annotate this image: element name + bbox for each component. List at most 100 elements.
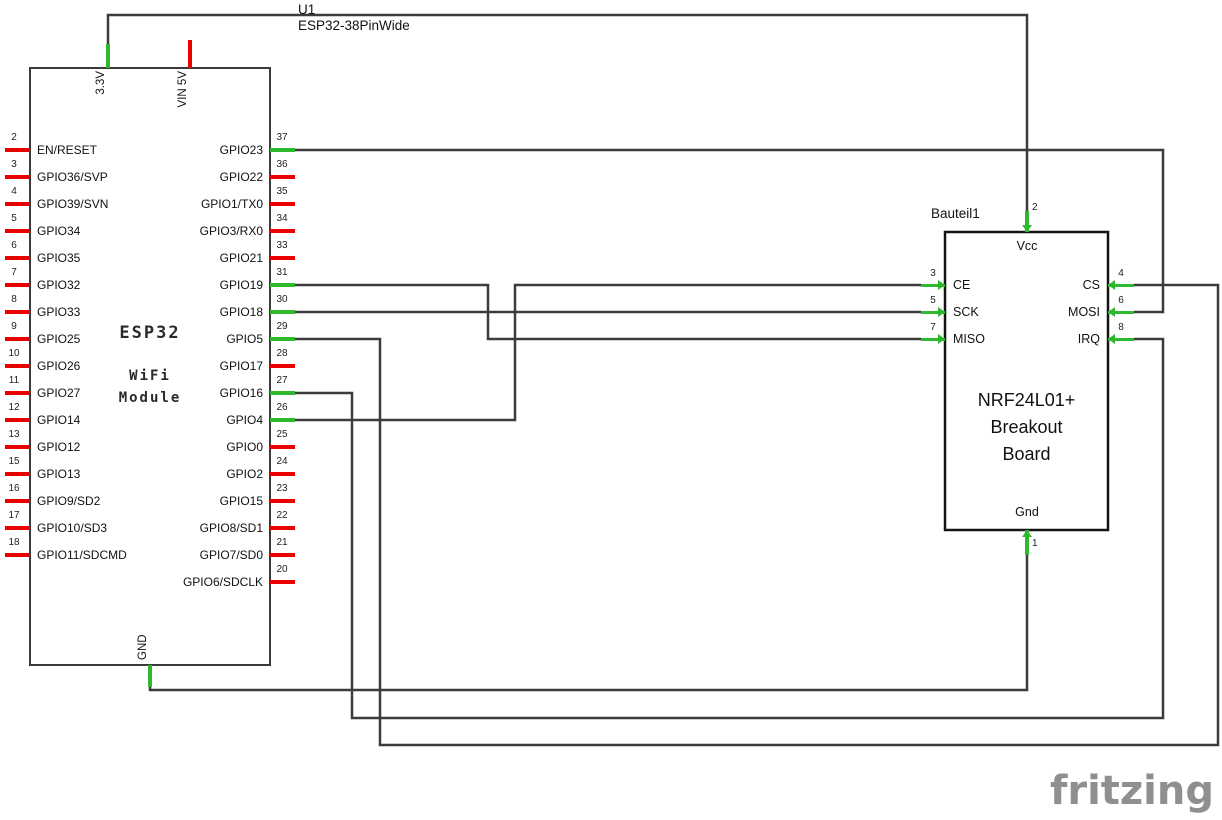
pin-label-GPIO25: GPIO25 — [37, 332, 81, 346]
pin-stub-GPIO8/SD1[interactable] — [270, 526, 295, 530]
pin-label-GPIO27: GPIO27 — [37, 386, 81, 400]
pin-label-GPIO34: GPIO34 — [37, 224, 81, 238]
pin-stub-CE[interactable] — [921, 283, 945, 287]
pin-stub-GPIO19[interactable] — [270, 283, 295, 287]
esp32-subtitle-line1: WiFi — [129, 368, 171, 384]
esp32-designator: U1 — [298, 2, 316, 17]
pin-number: 22 — [276, 510, 288, 521]
pin-stub-vcc[interactable] — [1025, 211, 1029, 232]
pin-stub-GPIO21[interactable] — [270, 256, 295, 260]
nrf24-body[interactable] — [943, 230, 1110, 532]
wire-gpio5-cs[interactable] — [295, 283, 1220, 747]
pin-number: 33 — [276, 240, 288, 251]
pin-stub-GPIO22[interactable] — [270, 175, 295, 179]
pin-label-GPIO22: GPIO22 — [219, 170, 263, 184]
pin-number: 31 — [276, 267, 288, 278]
pin-stub-GPIO15[interactable] — [270, 499, 295, 503]
pin-stub-GPIO16[interactable] — [270, 391, 295, 395]
pin-label-gnd: GND — [137, 634, 149, 660]
pin-label-GPIO1/TX0: GPIO1/TX0 — [200, 197, 263, 211]
pin-number: 18 — [8, 537, 20, 548]
pin-stub-GPIO6/SDCLK[interactable] — [270, 580, 295, 584]
pin-number: 17 — [8, 510, 20, 521]
esp32-body[interactable] — [29, 67, 271, 666]
pin-label-GPIO35: GPIO35 — [37, 251, 81, 265]
pin-stub-CS[interactable] — [1108, 283, 1134, 287]
pin-label-GPIO19: GPIO19 — [219, 278, 263, 292]
pin-stub-EN/RESET[interactable] — [5, 148, 30, 152]
wire-gpio4-ce[interactable] — [295, 283, 921, 422]
pin-stub-GPIO4[interactable] — [270, 418, 295, 422]
pin-number: 26 — [276, 402, 288, 413]
pin-label-GPIO5: GPIO5 — [226, 332, 263, 346]
pin-number: 28 — [276, 348, 288, 359]
pin-stub-GPIO7/SD0[interactable] — [270, 553, 295, 557]
pin-stub-GPIO0[interactable] — [270, 445, 295, 449]
pin-number: 6 — [1118, 295, 1124, 306]
pin-stub-SCK[interactable] — [921, 310, 945, 314]
esp32-part-name: ESP32-38PinWide — [298, 18, 410, 33]
pin-label-EN/RESET: EN/RESET — [37, 143, 98, 157]
pin-label-MISO: MISO — [953, 332, 985, 346]
pin-stub-GPIO14[interactable] — [5, 418, 30, 422]
pin-label-GPIO32: GPIO32 — [37, 278, 81, 292]
pin-stub-GPIO12[interactable] — [5, 445, 30, 449]
pin-stub-GPIO36/SVP[interactable] — [5, 175, 30, 179]
pin-label-GPIO4: GPIO4 — [226, 413, 263, 427]
pin-number: 8 — [11, 294, 17, 305]
pin-number: 6 — [11, 240, 17, 251]
pin-label-IRQ: IRQ — [1077, 332, 1100, 346]
pin-number: 3 — [11, 159, 17, 170]
pin-number: 16 — [8, 483, 20, 494]
pin-number: 25 — [276, 429, 288, 440]
wire-gpio16-irq[interactable] — [295, 337, 1165, 720]
pin-stub-GPIO35[interactable] — [5, 256, 30, 260]
pin-stub-GPIO3/RX0[interactable] — [270, 229, 295, 233]
pin-stub-GPIO32[interactable] — [5, 283, 30, 287]
pin-label-GPIO8/SD1: GPIO8/SD1 — [199, 521, 263, 535]
pin-number-vcc: 2 — [1032, 202, 1038, 213]
pin-stub-GPIO34[interactable] — [5, 229, 30, 233]
pin-stub-MISO[interactable] — [921, 337, 945, 341]
wire-gnd-gnd[interactable] — [148, 554, 1029, 692]
pin-label-nrf-gnd: Gnd — [1015, 505, 1039, 519]
vcc-pin-arrow-icon — [1022, 225, 1032, 232]
pin-stub-GPIO18[interactable] — [270, 310, 295, 314]
pin-number: 34 — [276, 213, 288, 224]
pin-stub-GPIO10/SD3[interactable] — [5, 526, 30, 530]
pin-stub-GPIO5[interactable] — [270, 337, 295, 341]
pin-stub-IRQ[interactable] — [1108, 337, 1134, 341]
pin-label-GPIO17: GPIO17 — [219, 359, 263, 373]
pin-stub-nrf-gnd[interactable] — [1025, 530, 1029, 555]
pin-number: 9 — [11, 321, 17, 332]
pin-stub-GPIO13[interactable] — [5, 472, 30, 476]
pin-stub-GPIO33[interactable] — [5, 310, 30, 314]
pin-number: 27 — [276, 375, 288, 386]
pin-stub-3v3[interactable] — [106, 44, 110, 68]
pin-number: 7 — [930, 322, 936, 333]
pin-number: 30 — [276, 294, 288, 305]
pin-stub-GPIO9/SD2[interactable] — [5, 499, 30, 503]
pin-label-GPIO15: GPIO15 — [219, 494, 263, 508]
pin-number: 36 — [276, 159, 288, 170]
pin-label-vin5v: VIN 5V — [177, 71, 189, 108]
wire-3v3-vcc[interactable] — [106, 13, 1029, 212]
pin-stub-GPIO23[interactable] — [270, 148, 295, 152]
pin-stub-GPIO27[interactable] — [5, 391, 30, 395]
pin-stub-GPIO17[interactable] — [270, 364, 295, 368]
pin-stub-GPIO39/SVN[interactable] — [5, 202, 30, 206]
wire-gpio23-mosi[interactable] — [295, 148, 1165, 314]
pin-number: 10 — [8, 348, 20, 359]
mosi-pin-arrow-icon — [1108, 307, 1115, 317]
pin-stub-gnd[interactable] — [148, 665, 152, 687]
pin-label-GPIO6/SDCLK: GPIO6/SDCLK — [182, 575, 263, 589]
pin-label-GPIO13: GPIO13 — [37, 467, 81, 481]
pin-stub-GPIO25[interactable] — [5, 337, 30, 341]
pin-stub-vin5v[interactable] — [188, 40, 192, 68]
fritzing-watermark: fritzing — [1049, 768, 1214, 814]
pin-stub-GPIO2[interactable] — [270, 472, 295, 476]
pin-stub-MOSI[interactable] — [1108, 310, 1134, 314]
pin-stub-GPIO11/SDCMD[interactable] — [5, 553, 30, 557]
pin-stub-GPIO1/TX0[interactable] — [270, 202, 295, 206]
pin-stub-GPIO26[interactable] — [5, 364, 30, 368]
